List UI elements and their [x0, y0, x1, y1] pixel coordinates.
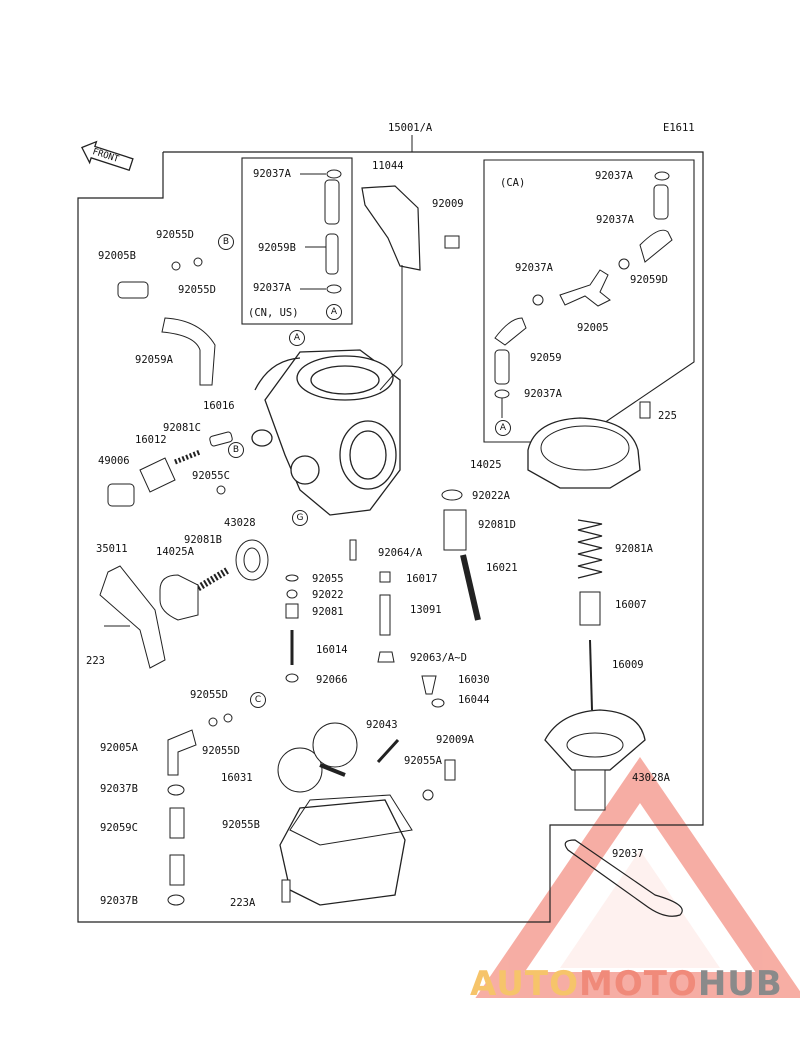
label-16014: 16014 [316, 644, 348, 656]
ref-marker-a: A [326, 304, 342, 320]
front-arrow-icon [81, 140, 134, 172]
label-16012: 16012 [135, 434, 167, 446]
label-92059B: 92059B [258, 242, 296, 254]
diagram-code: E1611 [663, 122, 695, 134]
label-92055D: 92055D [190, 689, 228, 701]
label-92055D: 92055D [156, 229, 194, 241]
variant-cn-us: (CN, US) [248, 307, 299, 319]
assembly-number: 15001/A [388, 122, 433, 134]
bracket-icon [361, 185, 421, 271]
label-92081D: 92081D [478, 519, 516, 531]
label-92005A: 92005A [100, 742, 138, 754]
label-92063: 92063/A~D [410, 652, 467, 664]
label-92043: 92043 [366, 719, 398, 731]
label-49006: 49006 [98, 455, 130, 467]
carburetor-body-icon [251, 349, 401, 516]
label-92009A: 92009A [436, 734, 474, 746]
label-92059D: 92059D [630, 274, 668, 286]
watermark-logo-icon [475, 756, 800, 998]
ref-marker-b: B [218, 234, 234, 250]
label-92055: 92055 [312, 573, 344, 585]
label-92022: 92022 [312, 589, 344, 601]
watermark-part-auto: AUTO [470, 964, 579, 1004]
label-92037B: 92037B [100, 895, 138, 907]
label-92059: 92059 [530, 352, 562, 364]
watermark-part-moto: MOTO [578, 964, 698, 1004]
label-92037: 92037 [612, 848, 644, 860]
ref-marker-g: G [292, 510, 308, 526]
label-92055B: 92055B [222, 819, 260, 831]
label-16017: 16017 [406, 573, 438, 585]
ref-marker-c: C [250, 692, 266, 708]
label-14025A: 14025A [156, 546, 194, 558]
label-92005: 92005 [577, 322, 609, 334]
label-92081B: 92081B [184, 534, 222, 546]
label-92037A: 92037A [253, 282, 291, 294]
ref-marker-a: A [495, 420, 511, 436]
label-92037B: 92037B [100, 783, 138, 795]
label-92037A: 92037A [596, 214, 634, 226]
label-92059C: 92059C [100, 822, 138, 834]
label-16009: 16009 [612, 659, 644, 671]
label-223A: 223A [230, 897, 256, 909]
ref-marker-b: B [228, 442, 244, 458]
label-92081A: 92081A [615, 543, 653, 555]
label-92055D: 92055D [178, 284, 216, 296]
label-16030: 16030 [458, 674, 490, 686]
label-92037A: 92037A [253, 168, 291, 180]
variant-ca: (CA) [500, 177, 526, 189]
label-92059A: 92059A [135, 354, 173, 366]
label-13091: 13091 [410, 604, 442, 616]
label-43028A: 43028A [632, 772, 670, 784]
label-14025: 14025 [470, 459, 502, 471]
label-92081C: 92081C [163, 422, 201, 434]
label-16031: 16031 [221, 772, 253, 784]
ref-marker-a: A [289, 330, 305, 346]
label-92081: 92081 [312, 606, 344, 618]
label-43028: 43028 [224, 517, 256, 529]
label-11044: 11044 [372, 160, 404, 172]
label-92022A: 92022A [472, 490, 510, 502]
label-16007: 16007 [615, 599, 647, 611]
label-92055D: 92055D [202, 745, 240, 757]
label-92055C: 92055C [192, 470, 230, 482]
watermark-part-hub: HUB [697, 964, 783, 1004]
label-223: 223 [86, 655, 105, 667]
label-92037A: 92037A [524, 388, 562, 400]
label-92066: 92066 [316, 674, 348, 686]
label-35011: 35011 [96, 543, 128, 555]
label-225: 225 [658, 410, 677, 422]
label-16016: 16016 [203, 400, 235, 412]
label-92055A: 92055A [404, 755, 442, 767]
label-92037A: 92037A [595, 170, 633, 182]
label-16044: 16044 [458, 694, 490, 706]
watermark-text: AUTOMOTOHUB [470, 964, 783, 1004]
label-92009: 92009 [432, 198, 464, 210]
label-92005B: 92005B [98, 250, 136, 262]
label-92064A: 92064/A [378, 547, 423, 559]
label-92037A: 92037A [515, 262, 553, 274]
label-16021: 16021 [486, 562, 518, 574]
